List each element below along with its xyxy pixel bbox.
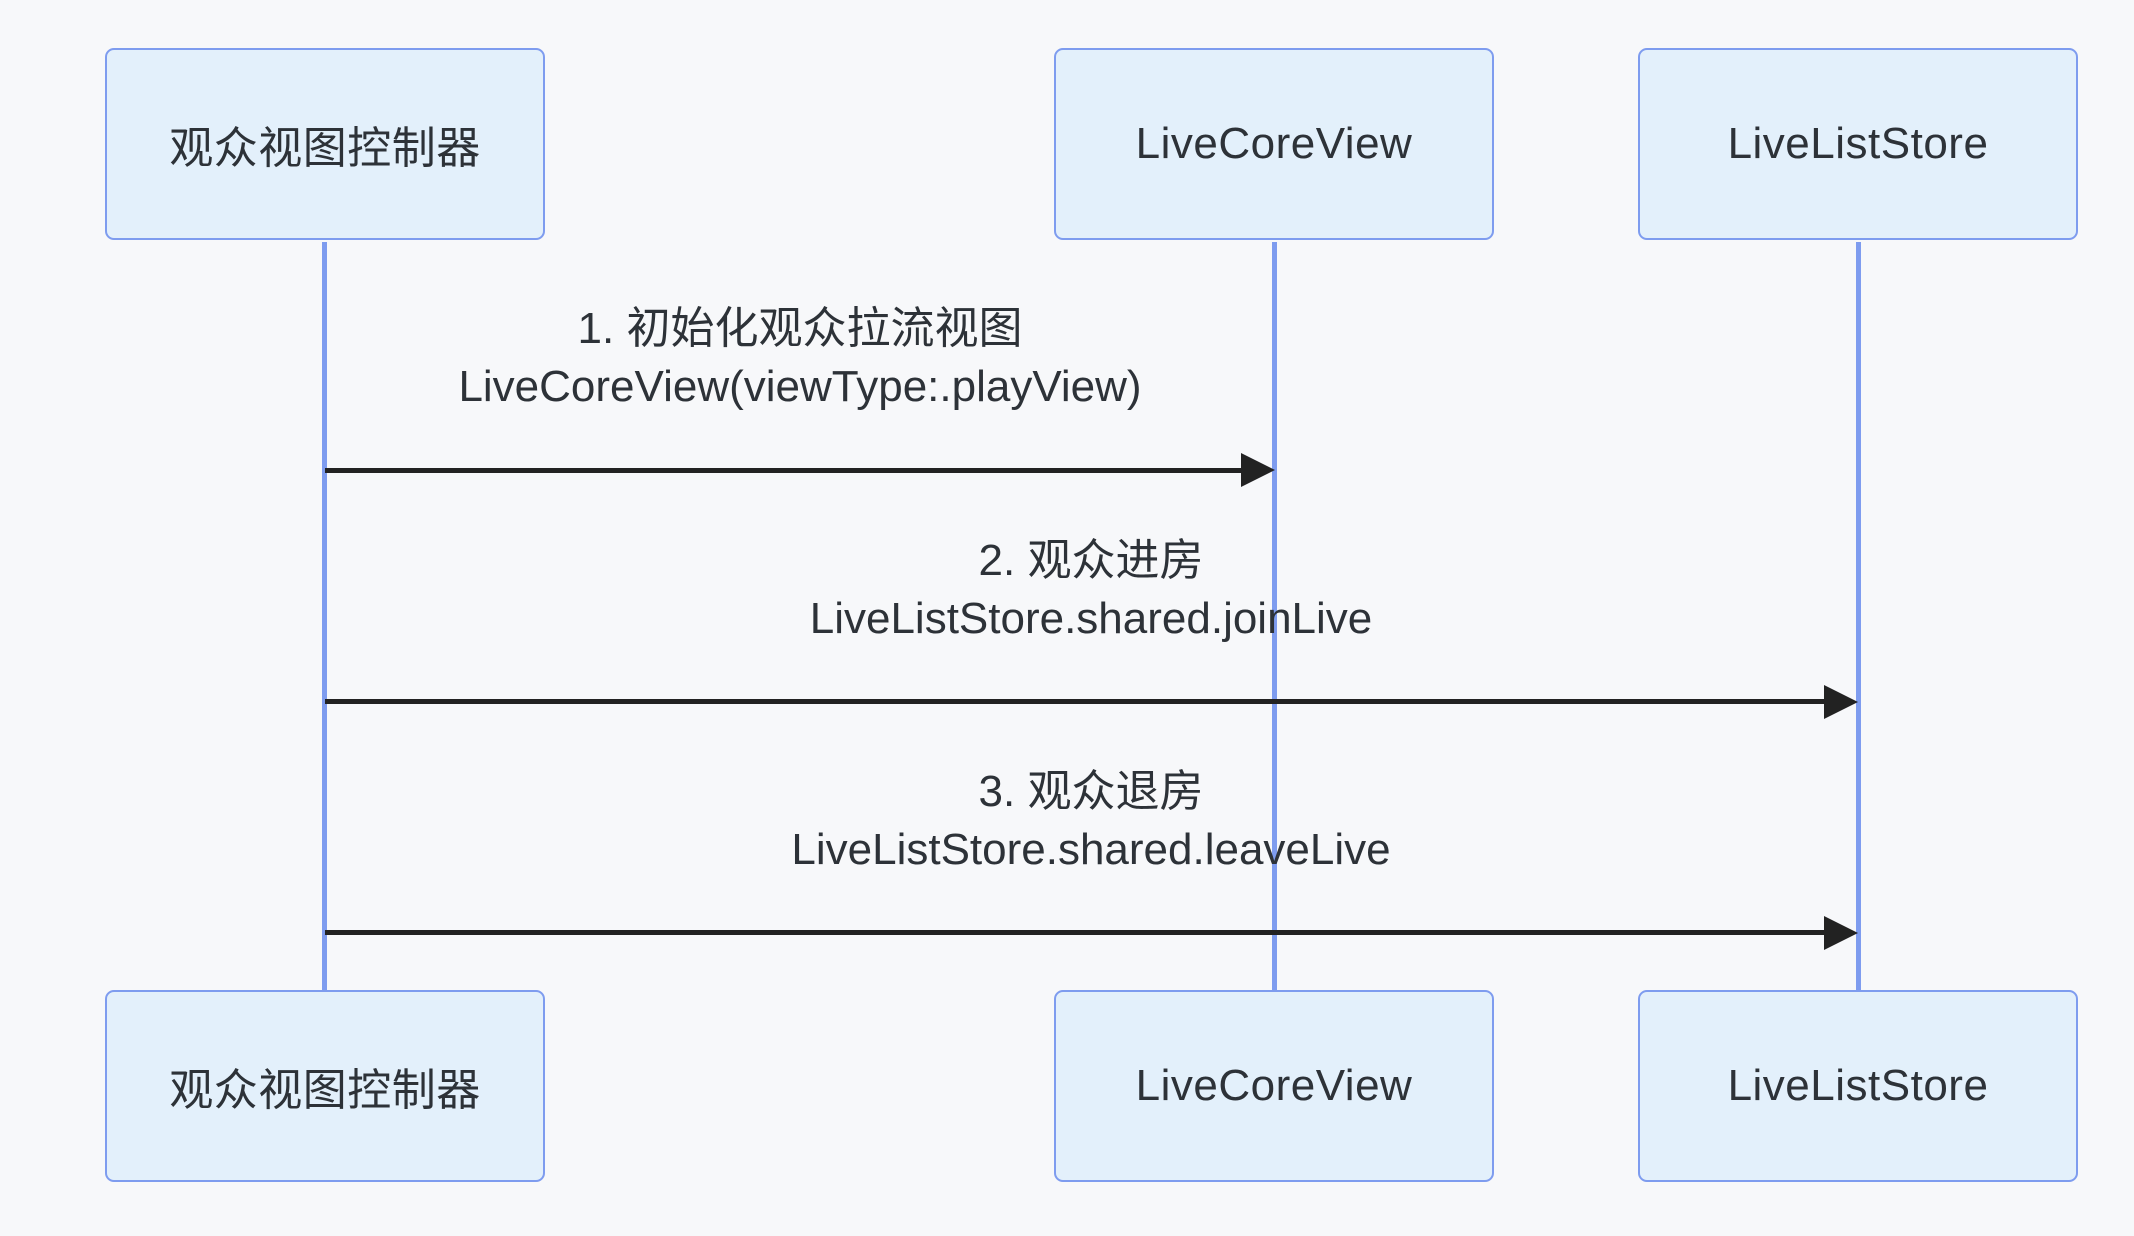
message-2-arrow — [325, 699, 1826, 704]
message-1-arrow — [325, 468, 1243, 473]
message-1-line2: LiveCoreView(viewType:.playView) — [458, 362, 1142, 411]
arrowhead-icon — [1241, 453, 1275, 487]
message-2-label: 2. 观众进房 LiveListStore.shared.joinLive — [810, 532, 1373, 648]
actor-top-livecoreview: LiveCoreView — [1054, 48, 1494, 240]
actor-top-viewer-controller: 观众视图控制器 — [105, 48, 545, 240]
actor-label: 观众视图控制器 — [169, 124, 481, 173]
lifeline-livecoreview — [1272, 242, 1277, 990]
arrowhead-icon — [1824, 916, 1858, 950]
actor-label: LiveCoreView — [1135, 1061, 1413, 1110]
actor-label: 观众视图控制器 — [169, 1066, 481, 1115]
actor-top-liveliststore: LiveListStore — [1638, 48, 2078, 240]
message-3-arrow — [325, 930, 1826, 935]
actor-bottom-viewer-controller: 观众视图控制器 — [105, 990, 545, 1182]
lifeline-viewer-controller — [322, 242, 327, 990]
actor-bottom-livecoreview: LiveCoreView — [1054, 990, 1494, 1182]
actor-label: LiveListStore — [1727, 119, 1989, 168]
message-3-label: 3. 观众退房 LiveListStore.shared.leaveLive — [791, 763, 1390, 879]
message-3-line2: LiveListStore.shared.leaveLive — [791, 825, 1391, 874]
arrowhead-icon — [1824, 685, 1858, 719]
message-1-line1: 1. 初始化观众拉流视图 — [577, 304, 1023, 353]
actor-label: LiveCoreView — [1135, 119, 1413, 168]
message-2-line1: 2. 观众进房 — [978, 536, 1204, 585]
actor-bottom-liveliststore: LiveListStore — [1638, 990, 2078, 1182]
message-3-line1: 3. 观众退房 — [978, 767, 1204, 816]
lifeline-liveliststore — [1856, 242, 1861, 990]
actor-label: LiveListStore — [1727, 1061, 1989, 1110]
message-1-label: 1. 初始化观众拉流视图 LiveCoreView(viewType:.play… — [458, 300, 1141, 416]
message-2-line2: LiveListStore.shared.joinLive — [809, 594, 1373, 643]
